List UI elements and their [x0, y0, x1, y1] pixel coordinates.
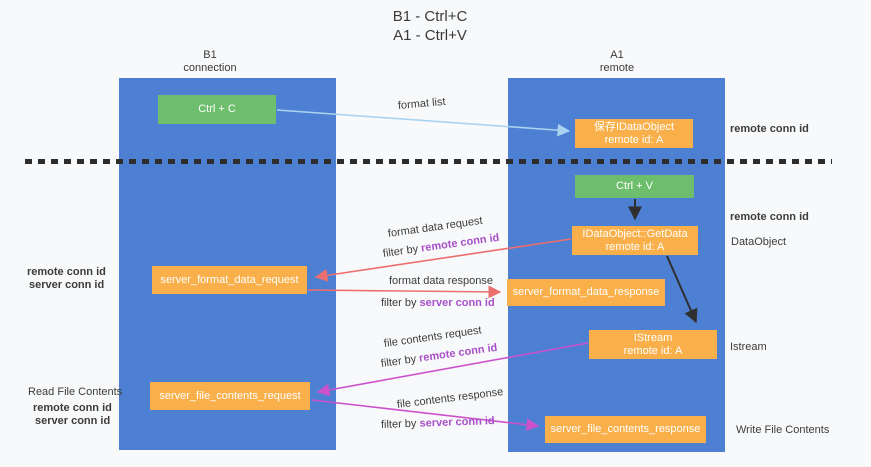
- istream-line2: remote id: A: [623, 344, 683, 357]
- istream-annotation: Istream: [730, 341, 767, 353]
- right-column-header: A1 remote: [557, 49, 677, 75]
- filter-by-text: filter by: [380, 352, 420, 370]
- istream-line1: IStream: [633, 331, 673, 344]
- server-conn-id-text: server conn id: [419, 297, 495, 309]
- right-column-role: remote: [599, 62, 635, 74]
- remote-conn-id-text: remote conn id: [420, 231, 501, 255]
- save-idataobject-node: 保存IDataObject remote id: A: [575, 119, 693, 148]
- server-conn-id-text: server conn id: [419, 415, 495, 430]
- server-conn-id-annotation-bottom-left: server conn id: [35, 415, 111, 427]
- server-file-contents-request-node: server_file_contents_request: [150, 382, 310, 410]
- remote-conn-id-annotation-mid-left: remote conn id: [27, 266, 106, 278]
- filter-by-text: filter by: [381, 297, 420, 309]
- getdata-line1: IDataObject::GetData: [582, 227, 688, 240]
- left-column-role: connection: [183, 62, 237, 74]
- remote-conn-id-annotation-bottom-left: remote conn id: [33, 402, 112, 414]
- getdata-line2: remote id: A: [605, 240, 665, 253]
- format-data-response-label: format data response: [389, 275, 493, 287]
- ctrl-v-node: Ctrl + V: [575, 175, 694, 198]
- left-column-header: B1 connection: [150, 49, 270, 75]
- remote-conn-id-text: remote conn id: [418, 341, 499, 365]
- server-format-data-response-node: server_format_data_response: [507, 279, 665, 306]
- format-data-response-arrow: [307, 285, 502, 299]
- filter-by-server-conn-id-label-1: filter by server conn id: [381, 297, 495, 309]
- server-file-contents-request-label: server_file_contents_request: [159, 389, 301, 402]
- remote-conn-id-annotation-mid-right: remote conn id: [730, 211, 809, 223]
- istream-node: IStream remote id: A: [589, 330, 717, 359]
- idataobject-getdata-node: IDataObject::GetData remote id: A: [572, 226, 698, 255]
- right-column-name: A1: [610, 49, 624, 61]
- dashed-separator-line: [25, 159, 832, 164]
- write-file-contents-annotation: Write File Contents: [736, 424, 830, 436]
- server-format-data-response-label: server_format_data_response: [512, 286, 660, 298]
- save-idataobject-line1: 保存IDataObject: [593, 120, 675, 133]
- server-file-contents-response-label: server_file_contents_response: [550, 423, 701, 435]
- save-idataobject-line2: remote id: A: [604, 133, 664, 146]
- diagram-title: B1 - Ctrl+C A1 - Ctrl+V: [280, 7, 580, 45]
- remote-conn-id-annotation-top-right: remote conn id: [730, 123, 809, 135]
- server-format-data-request-label: server_format_data_request: [160, 273, 299, 286]
- server-format-data-request-node: server_format_data_request: [152, 266, 307, 294]
- ctrl-c-node: Ctrl + C: [158, 95, 276, 124]
- ctrl-c-label: Ctrl + C: [198, 103, 236, 115]
- ctrl-v-label: Ctrl + V: [616, 180, 653, 192]
- read-file-contents-annotation: Read File Contents: [28, 386, 123, 398]
- file-contents-response-label: file contents response: [396, 386, 504, 411]
- left-column-name: B1: [203, 49, 217, 61]
- dataobject-annotation: DataObject: [731, 236, 787, 248]
- filter-by-text: filter by: [382, 242, 422, 260]
- server-conn-id-annotation-mid-left: server conn id: [29, 279, 105, 291]
- title-line-2: A1 - Ctrl+V: [393, 27, 467, 44]
- server-file-contents-response-node: server_file_contents_response: [545, 416, 706, 443]
- filter-by-server-conn-id-label-2: filter by server conn id: [381, 415, 495, 431]
- filter-by-text: filter by: [380, 417, 420, 431]
- title-line-1: B1 - Ctrl+C: [392, 8, 468, 25]
- format-list-label: format list: [397, 95, 447, 112]
